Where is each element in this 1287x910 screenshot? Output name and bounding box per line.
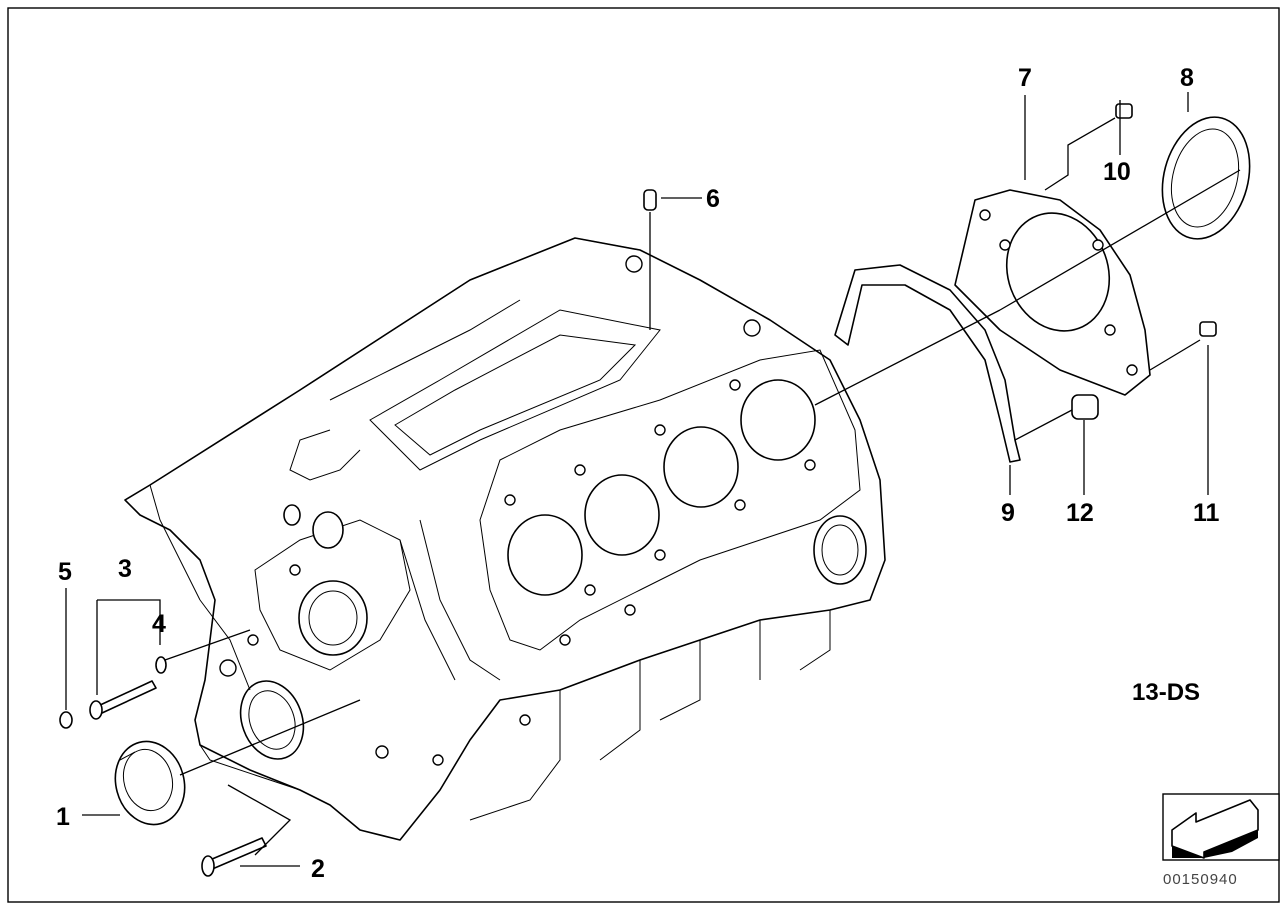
part-6-stud[interactable] [643, 189, 657, 211]
diagram-frame [7, 7, 1280, 903]
part-1-seal-ring[interactable] [106, 734, 193, 833]
direction-arrow-icon [1162, 793, 1280, 861]
part-9-gasket[interactable] [834, 264, 1021, 463]
document-number: 00150940 [1163, 871, 1238, 888]
part-8-seal-ring[interactable] [1149, 107, 1262, 249]
part-7-rear-cover[interactable] [954, 189, 1151, 396]
callout-8: 8 [1180, 64, 1194, 92]
part-11-bolt[interactable] [1199, 321, 1217, 337]
part-3-bolt[interactable] [89, 680, 157, 720]
part-5-screw[interactable] [59, 711, 73, 729]
callout-11: 11 [1193, 499, 1220, 527]
engine-block-icon [124, 237, 886, 841]
callout-4: 4 [152, 610, 166, 638]
callout-7: 7 [1018, 64, 1032, 92]
part-12-sleeve[interactable] [1071, 394, 1099, 420]
callout-3: 3 [118, 555, 132, 583]
callout-6: 6 [706, 185, 720, 213]
part-10-bolt[interactable] [1115, 103, 1133, 119]
callout-12: 12 [1066, 499, 1094, 527]
part-2-bolt[interactable] [201, 837, 267, 877]
part-4-washer[interactable] [155, 656, 167, 674]
callout-9: 9 [1001, 499, 1015, 527]
callout-2: 2 [311, 855, 325, 883]
callout-10: 10 [1103, 158, 1131, 186]
group-code: 13-DS [1132, 679, 1200, 706]
callout-1: 1 [56, 803, 70, 831]
leader-lines [65, 92, 1241, 867]
callout-5: 5 [58, 558, 72, 586]
